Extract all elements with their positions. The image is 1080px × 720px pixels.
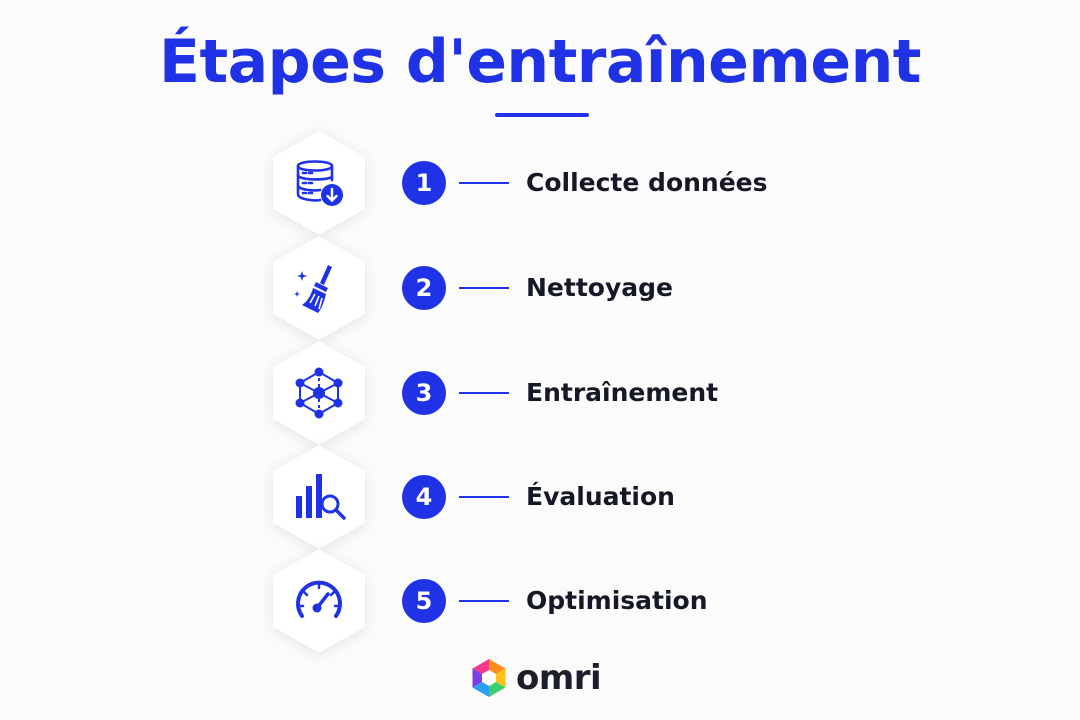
step-connector [318,541,321,557]
step-connector [318,437,321,453]
page-title: Étapes d'entraînement [159,27,921,97]
step-2-number: 2 [402,266,446,310]
neural-network-icon [295,367,343,419]
step-2-hexagon [273,236,365,340]
step-5-hexagon [273,549,365,653]
step-4-label: Évaluation [526,482,675,511]
step-1-label: Collecte données [526,168,768,197]
step-5-dash [459,600,509,602]
step-3-hexagon [273,341,365,445]
bar-chart-magnifier-icon [296,474,346,520]
step-3-label: Entraînement [526,378,719,407]
brand-logo: omri [470,656,602,700]
step-1-hexagon [273,131,365,235]
step-2-label: Nettoyage [526,273,673,302]
step-connector [318,228,321,244]
title-underline [495,113,589,117]
step-3-dash [459,392,509,394]
step-4-number: 4 [402,475,446,519]
logo-text: omri [516,658,602,698]
step-4-dash [459,496,509,498]
step-3-number: 3 [402,371,446,415]
step-5-label: Optimisation [526,586,708,615]
step-1-number: 1 [402,161,446,205]
broom-sparkle-icon [294,265,332,313]
step-5-number: 5 [402,579,446,623]
omri-hexagon-logo-icon [472,659,506,697]
database-download-icon [296,160,343,206]
speedometer-icon [296,580,342,618]
step-2-dash [459,287,509,289]
step-4-hexagon [273,445,365,549]
step-1-dash [459,182,509,184]
